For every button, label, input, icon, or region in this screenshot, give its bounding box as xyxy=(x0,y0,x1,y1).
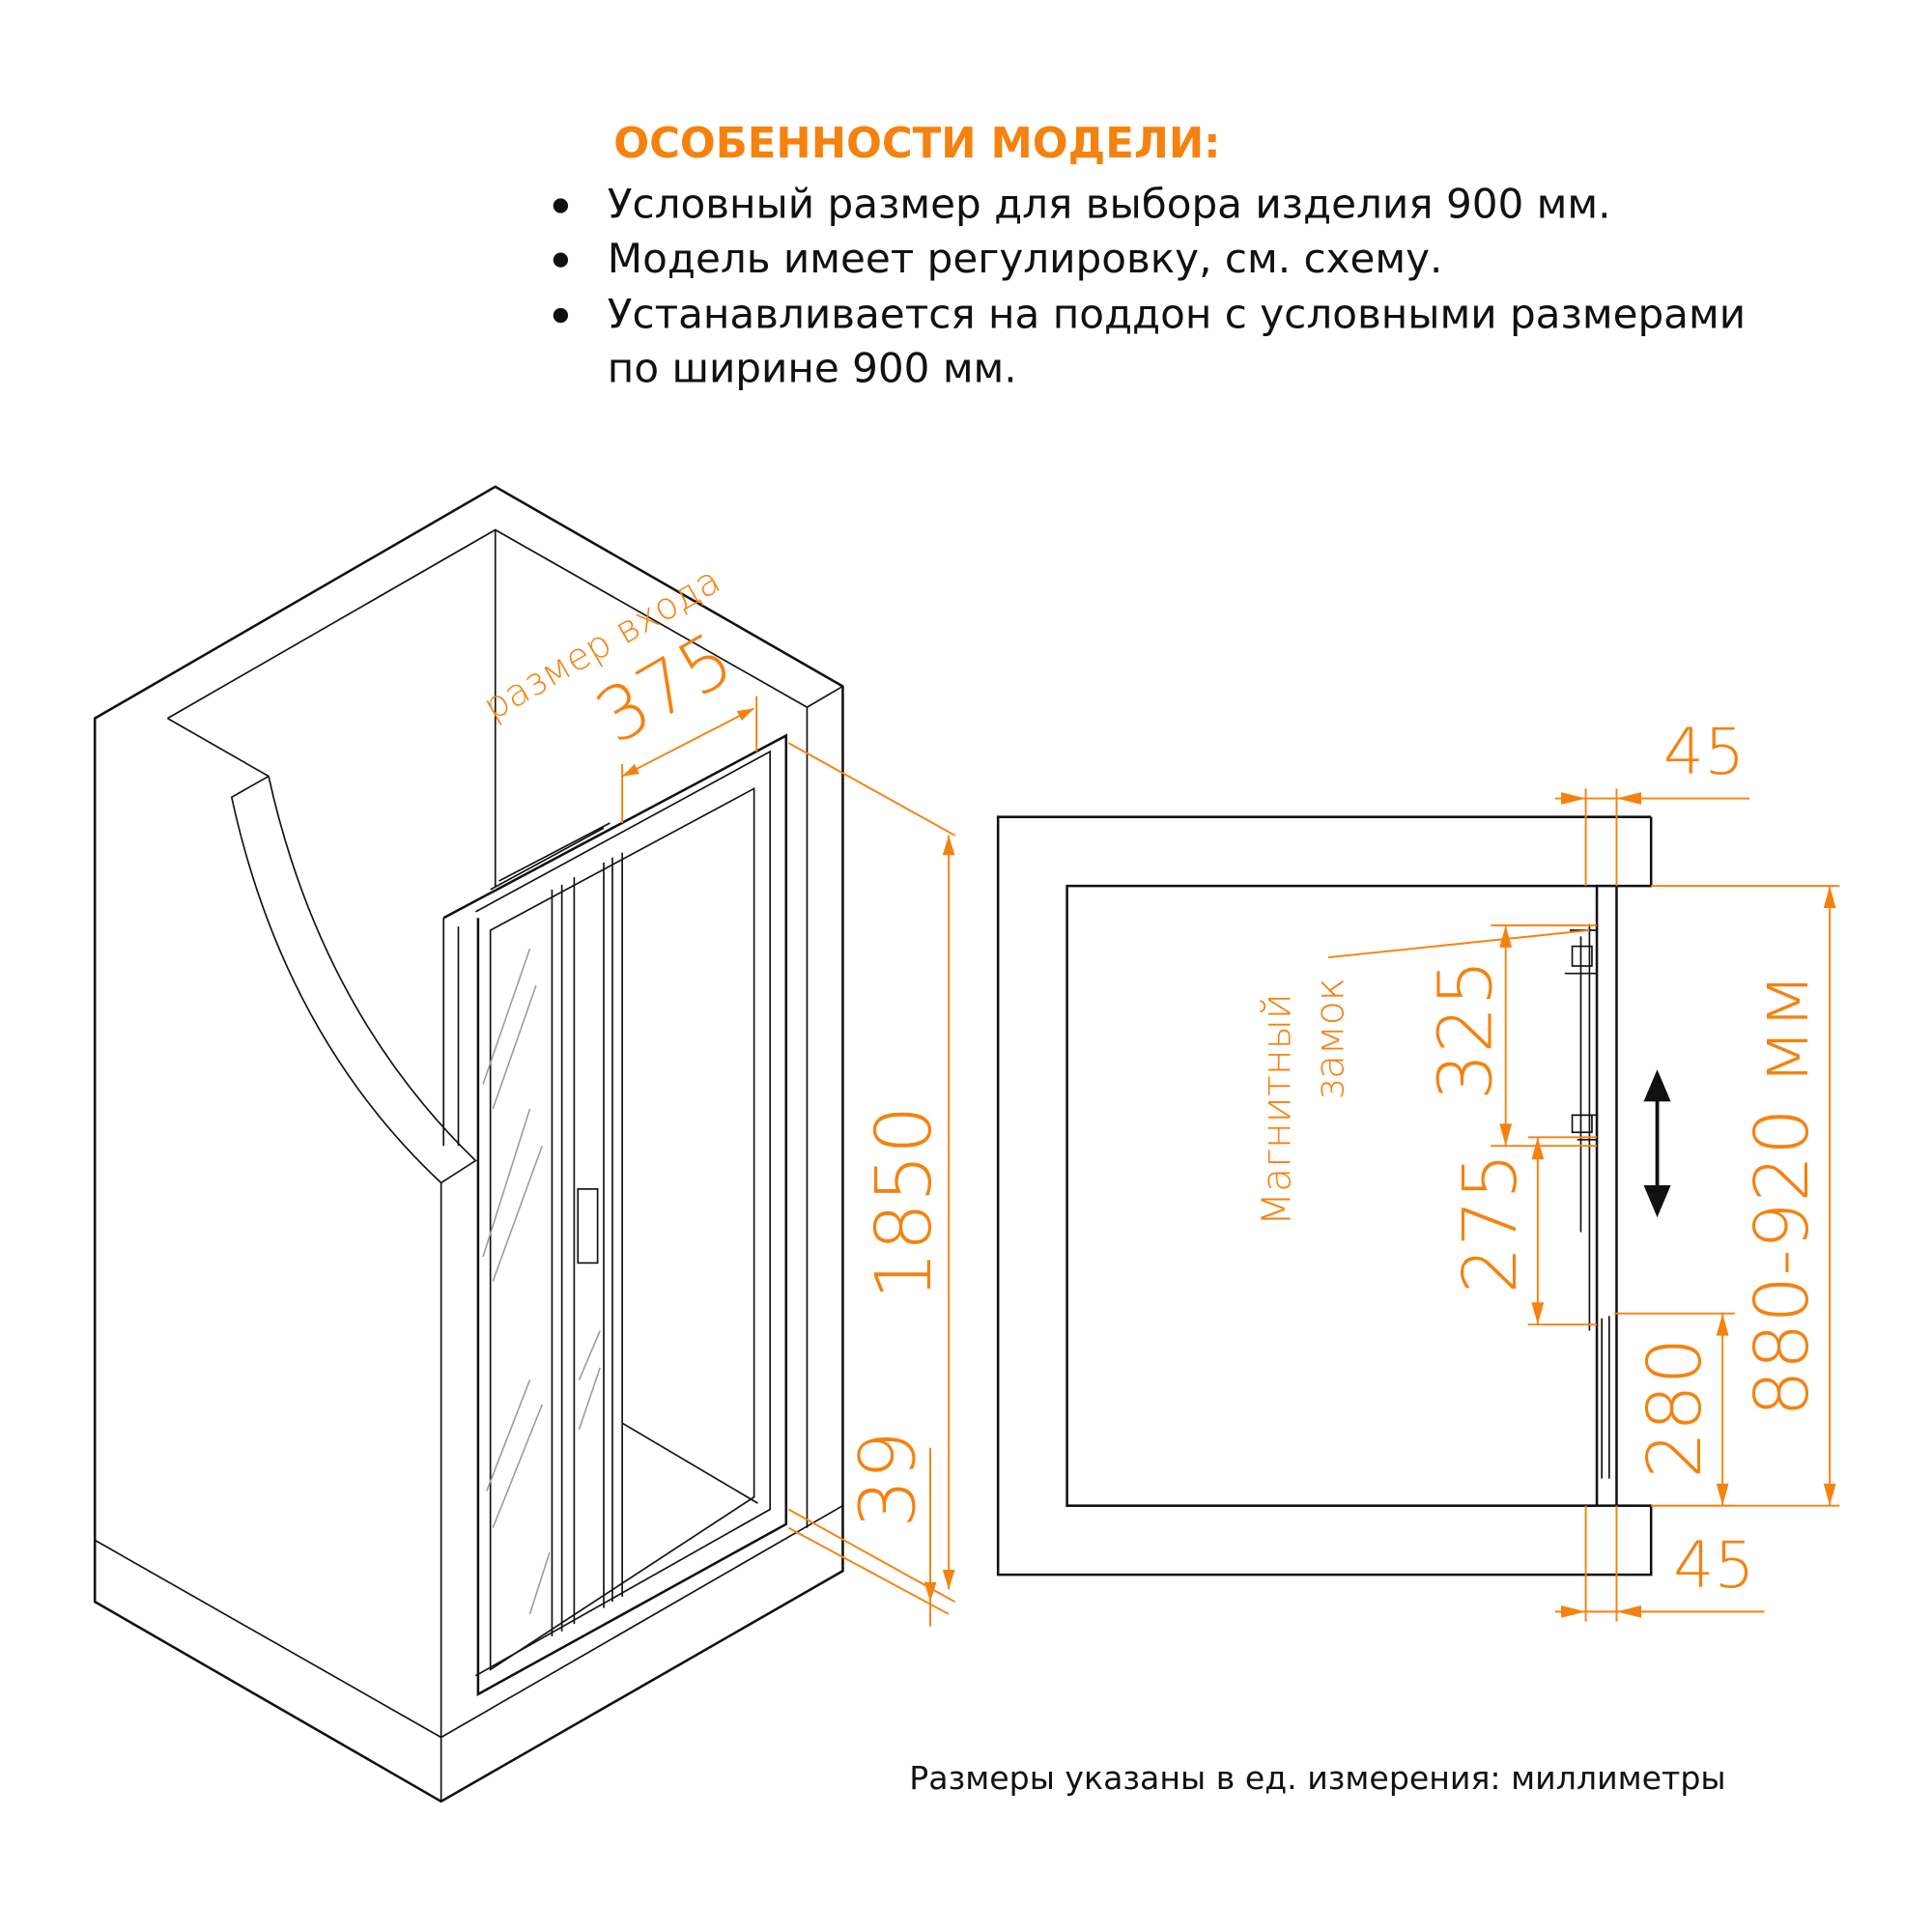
feature-item: Устанавливается на поддон с условными ра… xyxy=(608,290,1746,337)
range-label: 880-920 мм xyxy=(1740,973,1826,1416)
bottom-wall-label: 45 xyxy=(1673,1527,1754,1603)
features-title: ОСОБЕННОСТИ МОДЕЛИ: xyxy=(613,120,1220,168)
bullet-icon xyxy=(553,307,569,324)
bullet-icon xyxy=(553,198,569,213)
isometric-drawing xyxy=(93,485,844,1804)
bottom-offset-label: 39 xyxy=(843,1431,932,1528)
dim-280-label: 280 xyxy=(1633,1338,1719,1479)
magnet-lock-label-2: замок xyxy=(1306,978,1352,1100)
top-wall-label: 45 xyxy=(1663,714,1745,789)
units-footnote: Размеры указаны в ед. измерения: миллиме… xyxy=(909,1759,1725,1797)
height-label: 1850 xyxy=(860,1105,949,1299)
dim-325-label: 325 xyxy=(1423,959,1509,1100)
feature-item: Модель имеет регулировку, см. схему. xyxy=(608,235,1443,282)
dim-275-label: 275 xyxy=(1448,1152,1534,1293)
magnet-lock-label: Магнитный xyxy=(1253,993,1299,1226)
bullet-icon xyxy=(553,252,569,268)
plan-drawing xyxy=(996,815,1671,1577)
features-list: Условный размер для выбора изделия 900 м… xyxy=(553,181,1746,391)
feature-item: Условный размер для выбора изделия 900 м… xyxy=(608,181,1611,228)
iso-dimensions: размер входа 375 1850 39 xyxy=(476,558,955,1627)
adjust-arrow-icon xyxy=(1643,1069,1671,1218)
feature-item: по ширине 900 мм. xyxy=(608,344,1017,391)
plan-dimensions: 45 45 880-920 мм 325 275 280 Магнитный з… xyxy=(1253,714,1840,1622)
